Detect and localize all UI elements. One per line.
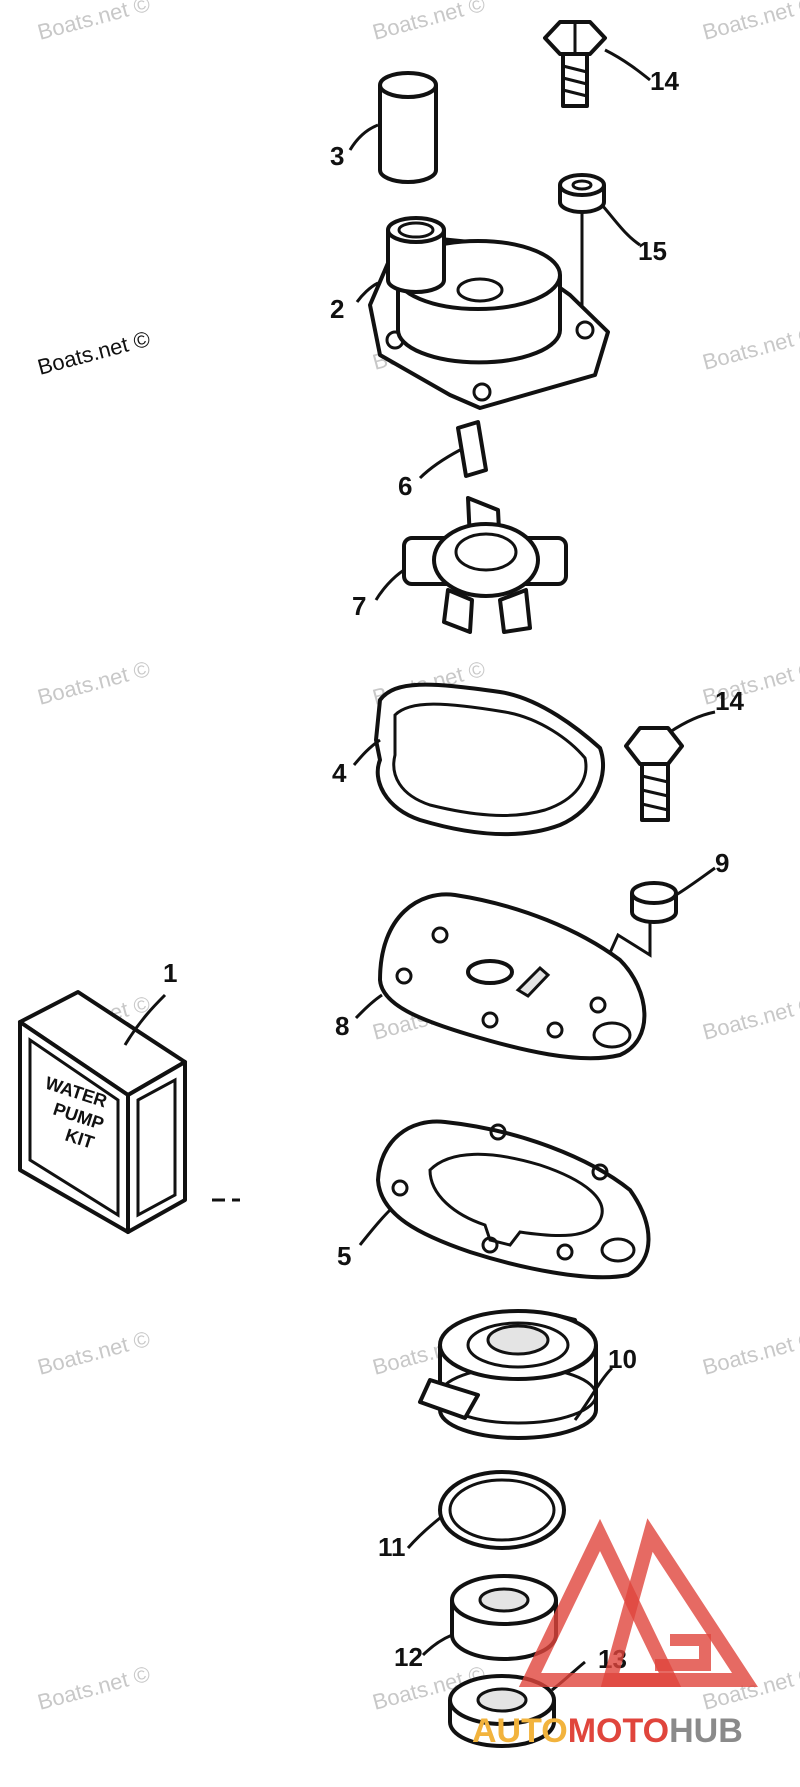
part-1-water-pump-kit: WATER PUMP KIT 1 (18, 958, 240, 1234)
part-9-grommet: 9 (598, 848, 729, 976)
watermark: Boats.net © (35, 0, 153, 45)
part-4-gasket-ring: 4 (332, 682, 606, 837)
callout-14: 14 (650, 66, 679, 96)
logo-text-hub: HUB (669, 1712, 743, 1750)
logo-text-moto: MOTO (568, 1712, 669, 1750)
callout-4: 4 (332, 758, 347, 788)
part-14-bolt-top: 14 (543, 20, 679, 108)
part-2-pump-housing: 2 (330, 216, 610, 410)
watermark: Boats.net © (370, 0, 488, 45)
logo-g-shape (655, 1634, 711, 1671)
logo-triangle-right (600, 1518, 758, 1687)
logo-text-auto: AUTO (472, 1712, 568, 1750)
callout-10: 10 (608, 1344, 637, 1374)
callout-9: 9 (715, 848, 729, 878)
part-10-pump-base: 10 (418, 1309, 637, 1440)
callout-5: 5 (337, 1241, 351, 1271)
callout-11: 11 (378, 1532, 406, 1562)
part-15-grommet: 15 (558, 173, 667, 318)
watermark: Boats.net © (700, 321, 800, 375)
automotohub-logo: AUTOMOTOHUB (472, 1518, 758, 1750)
callout-14: 14 (715, 686, 744, 716)
part-11-o-ring: 11 (378, 1470, 566, 1562)
watermark: Boats.net © (700, 1326, 800, 1380)
watermark: Boats.net © (35, 326, 153, 380)
part-6-key: 6 (398, 420, 488, 501)
watermark: Boats.net © (35, 1661, 153, 1715)
watermark: Boats.net © (700, 0, 800, 45)
watermark: Boats.net © (700, 1661, 800, 1715)
callout-7: 7 (352, 591, 366, 621)
watermark: Boats.net © (35, 1326, 153, 1380)
part-12-seal: 12 (394, 1574, 558, 1672)
part-14-bolt-middle: 14 (624, 686, 744, 822)
callout-6: 6 (398, 471, 412, 501)
callout-2: 2 (330, 294, 344, 324)
watermark: Boats.net © (700, 991, 800, 1045)
callout-15: 15 (638, 236, 667, 266)
part-5-gasket-plate: 5 (337, 1119, 651, 1280)
part-3-sleeve: 3 (330, 71, 438, 184)
callout-12: 12 (394, 1642, 423, 1672)
callout-3: 3 (330, 141, 344, 171)
part-8-wear-plate: 8 (335, 892, 647, 1061)
logo-text: AUTOMOTOHUB (472, 1712, 743, 1750)
part-7-impeller: 7 (352, 496, 568, 634)
callout-8: 8 (335, 1011, 349, 1041)
watermark: Boats.net © (35, 656, 153, 710)
callout-1: 1 (163, 958, 177, 988)
